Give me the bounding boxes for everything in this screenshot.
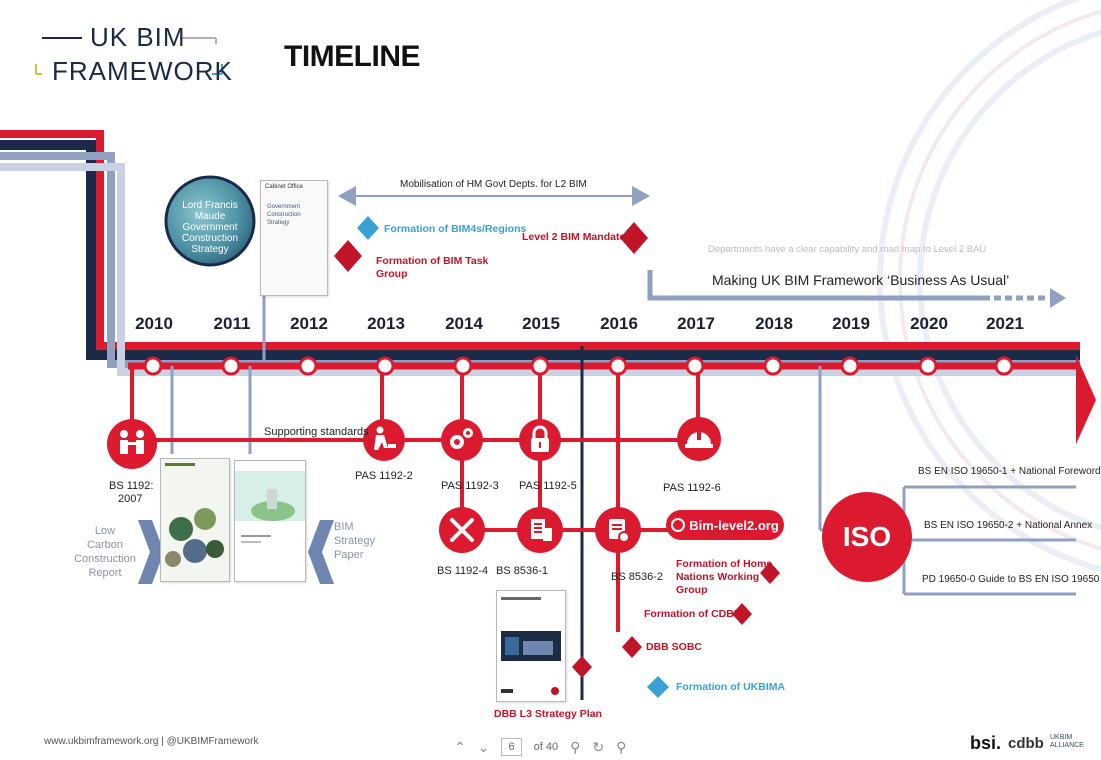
doc-line: Government [267,204,301,210]
bim-strategy-cover [235,461,305,581]
iso-item: PD 19650-0 Guide to BS EN ISO 19650 [922,574,1100,585]
year-label: 2017 [677,314,715,333]
lord-francis-text: Lord Francis Maude Government Constructi… [165,200,255,255]
task-group-label-1: Formation of BIM Task [376,255,489,267]
mobilisation-label: Mobilisation of HM Govt Depts. for L2 BI… [400,179,587,190]
lord-francis-line: Construction [181,233,239,244]
pas1192-6-label: PAS 1192-6 [663,482,721,494]
page-number-input[interactable]: 6 [501,738,522,756]
departments-label: Departments have a clear capability and … [708,244,987,255]
low-carbon-line: Carbon [86,539,124,551]
lord-francis-line: Government [182,222,238,233]
year-label: 2020 [910,314,948,333]
logo-line-2: FRAMEWORK [52,56,233,86]
low-carbon-line: Construction [74,553,136,565]
year-label: 2010 [135,314,173,333]
clipboard-icon [595,507,641,553]
year-label: 2014 [445,314,483,333]
pas1192-5-label: PAS 1192-5 [519,480,577,492]
cdbb-logo: cdbb [1008,735,1044,752]
building-doc-icon [517,507,563,553]
bim-strategy-paper-doc [234,460,306,582]
cdbb-label: Formation of CDBB [644,608,742,620]
iso-item: BS EN ISO 19650-2 + National Annex [924,520,1093,531]
bs8536-2-label: BS 8536-2 [611,571,663,583]
year-label: 2013 [367,314,405,333]
bim-level2-label: Bim-level2.org [689,517,779,533]
iso-item: BS EN ISO 19650-1 + National Foreword [918,466,1101,477]
home-nations-label-1: Formation of Home [676,558,773,570]
bim-level2-link[interactable]: Bim-level2.org [666,510,784,540]
bs8536-1-label: BS 8536-1 [496,565,548,577]
lord-francis-line: Lord Francis [182,200,238,211]
dbb-plan-label: DBB L3 Strategy Plan [494,708,602,720]
dbb-l3-strategy-doc [496,590,566,702]
footer-website: www.ukbimframework.org | @UKBIMFramework [44,736,259,747]
pas1192-2-label: PAS 1192-2 [355,470,413,482]
low-carbon-line: Report [88,567,122,579]
home-nations-label-3: Group [676,584,708,596]
tools-icon [439,507,485,553]
bim-strategy-paper-label: BIM Strategy Paper [334,520,375,562]
chevron-up-icon[interactable]: ⌃ [454,738,466,755]
doc-line: Strategy [267,220,290,226]
chevron-down-icon[interactable]: ⌄ [477,738,490,755]
bs1192-2007-icon [107,419,157,469]
hard-hat-icon [677,417,721,461]
pas1192-2-icon [363,419,405,461]
rotate-icon[interactable]: ↻ [592,738,605,755]
low-carbon-report-label: Low Carbon Construction Report [70,524,140,580]
sobc-label: DBB SOBC [646,641,703,653]
year-label: 2016 [600,314,638,333]
year-label: 2019 [832,314,870,333]
bs1192-label-1: BS 1192: [109,480,154,492]
search-icon [671,518,686,532]
year-label: 2012 [290,314,328,333]
lock-icon [519,419,561,461]
home-nations-label-2: Nations Working [676,571,760,583]
iso-badge-label: ISO [842,521,892,552]
bim-strategy-line: BIM [334,521,354,533]
lord-francis-line: Strategy [191,244,229,255]
ukbim-alliance-logo: UKBIM ALLIANCE [1050,734,1084,749]
year-label: 2011 [213,314,251,333]
dbb-l3-cover [497,591,565,701]
lord-francis-line: Maude [194,211,226,222]
task-group-label-2: Group [376,268,408,280]
ukbima-label: Formation of UKBIMA [676,681,786,693]
page-navigator: ⌃ ⌄ 6 of 40 ⚲ ↻ ⚲ [454,734,626,760]
bim4s-label: Formation of BIM4s/Regions [384,223,527,235]
search-icon[interactable]: ⚲ [616,738,627,755]
page-title: TIMELINE [284,40,421,73]
supporting-standards-label: Supporting standards [264,426,369,438]
pas1192-3-icon [441,419,483,461]
logo-frame [35,37,223,75]
year-label: 2021 [986,314,1024,333]
low-carbon-line: Low [94,525,116,537]
bim-strategy-line: Strategy [334,535,375,547]
iso-badge: ISO [822,492,912,582]
bs1192-4-label: BS 1192-4 [437,565,489,577]
year-label: 2015 [522,314,560,333]
zoom-icon[interactable]: ⚲ [570,738,581,755]
gov-construction-strategy-doc: Cabinet Office Government Construction S… [260,180,328,296]
low-carbon-report-doc [160,458,230,582]
bim-strategy-line: Paper [334,549,364,561]
pas1192-3-label: PAS 1192-3 [441,480,499,492]
bau-label: Making UK BIM Framework ‘Business As Usu… [712,272,1010,288]
bs1192-label-2: 2007 [118,493,143,505]
year-label: 2018 [755,314,793,333]
page-count: of 40 [533,741,559,753]
logo-line-1: UK BIM [90,22,186,52]
mandate-label: Level 2 BIM Mandate [522,231,626,243]
bsi-logo: bsi. [970,733,1002,753]
doc-brand: Cabinet Office [265,184,303,190]
doc-line: Construction [267,212,301,218]
low-carbon-cover [161,459,229,581]
lord-francis-image [164,175,256,267]
